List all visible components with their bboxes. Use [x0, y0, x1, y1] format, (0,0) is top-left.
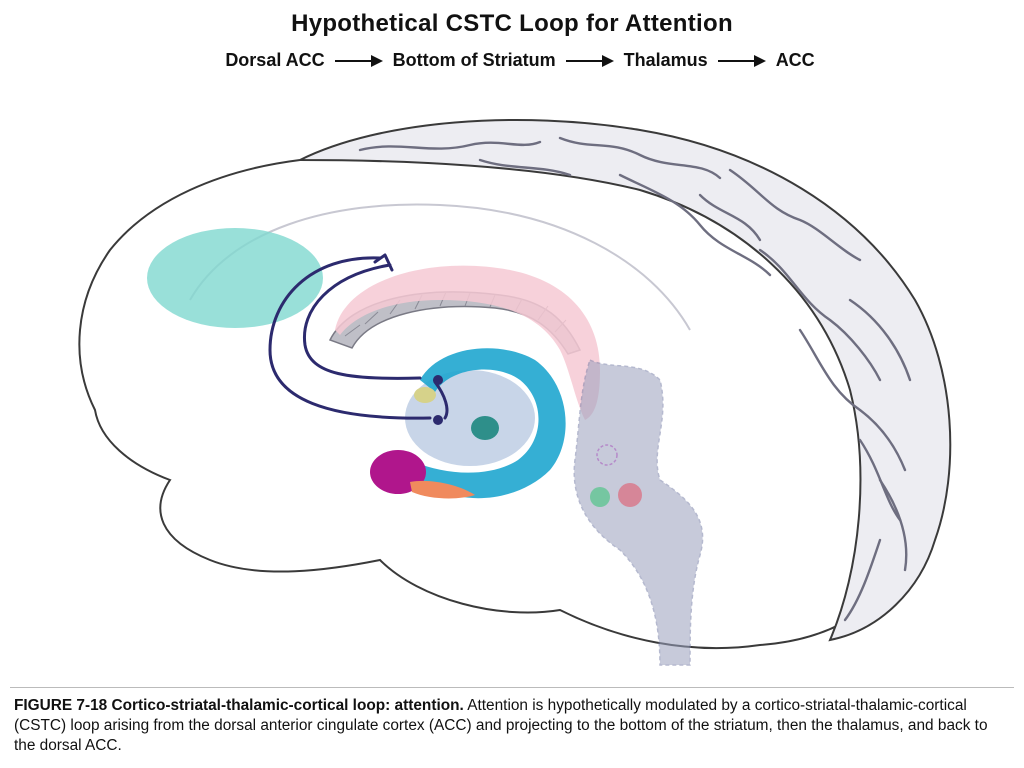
figure-title: Hypothetical CSTC Loop for Attention — [291, 10, 733, 37]
figure-caption-text: Attention is hypothetically modulated by… — [14, 697, 988, 754]
caption-divider — [10, 687, 1014, 688]
brain-medial-outline — [78, 159, 906, 650]
brain-illustration — [78, 119, 952, 666]
cortex-gyri — [358, 136, 912, 622]
thalamus-terminal — [433, 415, 443, 425]
striatum-terminal — [433, 375, 443, 385]
pathway-step-bottom-of-striatum: Bottom of Striatum — [392, 50, 556, 70]
figure-caption: FIGURE 7-18 Cortico-striatal-thalamic-co… — [14, 696, 1004, 756]
arrow-right-icon — [717, 54, 766, 67]
striatum — [413, 348, 566, 499]
cingulate-band — [335, 265, 600, 420]
yellow-nucleus — [414, 387, 436, 403]
pathway-step-acc: ACC — [775, 50, 815, 70]
cstc-loop-arrows — [268, 253, 449, 420]
pathway-step-dorsal-acc: Dorsal ACC — [225, 50, 325, 70]
arrow-right-icon — [334, 54, 383, 67]
dorsal-acc-region — [147, 228, 323, 328]
nucleus-accumbens — [471, 416, 499, 440]
pathway-step-thalamus: Thalamus — [623, 50, 708, 70]
figure-caption-label: FIGURE 7-18 Cortico-striatal-thalamic-co… — [14, 697, 464, 714]
hypothalamic-nucleus-dotted — [596, 444, 618, 466]
pathway-sequence: Dorsal ACC Bottom of Striatum Thalamus A… — [0, 50, 1024, 71]
arrow-right-icon — [565, 54, 614, 67]
brainstem — [573, 358, 704, 666]
thalamus-region — [405, 370, 535, 466]
green-nucleus — [590, 487, 610, 507]
red-nucleus — [618, 483, 642, 507]
cortex-hemisphere — [299, 119, 952, 642]
hippocampus-tail — [410, 480, 475, 499]
